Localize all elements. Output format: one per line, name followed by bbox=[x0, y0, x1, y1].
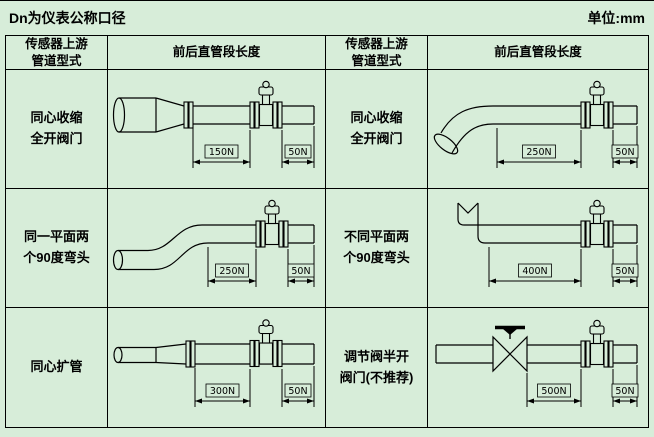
downstream-dim-label: 50N bbox=[615, 386, 634, 397]
page-title: Dn为仪表公称口径 bbox=[9, 10, 126, 26]
header-straight-length-right: 前后直管段长度 bbox=[428, 36, 648, 70]
pipe-type-label-r2-right: 不同平面两 个90度弯头 bbox=[326, 189, 428, 308]
upstream-dim-label: 300N bbox=[209, 386, 234, 397]
downstream-dimension: 50N bbox=[611, 364, 639, 407]
header-pipe-type-right: 传感器上游 管道型式 bbox=[326, 36, 428, 70]
downstream-dim-label: 50N bbox=[615, 266, 634, 277]
concentric-expander-diagram: 300N 50N bbox=[112, 318, 315, 407]
pipe-type-label-r3-right: 调节阀半开 阀门(不推荐) bbox=[326, 308, 428, 427]
diagram-cell-r1-right: 250N 50N bbox=[428, 70, 648, 189]
upstream-dim-label: 400N bbox=[522, 266, 547, 277]
upstream-dimension: 250N bbox=[496, 128, 582, 168]
diagram-cell-r2-right: 400N 50N bbox=[428, 189, 648, 308]
diagram-cell-r1-left: 150N 50N bbox=[108, 70, 326, 189]
downstream-dim-label: 50N bbox=[615, 147, 634, 158]
upstream-dimension: 250N bbox=[207, 247, 256, 287]
upstream-dimension: 150N bbox=[192, 128, 250, 168]
upstream-dimension: 500N bbox=[526, 368, 582, 407]
same-plane-elbows-diagram: 250N 50N bbox=[112, 199, 315, 287]
straight-pipe-spec-table: 传感器上游 管道型式 前后直管段长度 传感器上游 管道型式 前后直管段长度 同心… bbox=[5, 35, 649, 428]
downstream-dimension: 50N bbox=[287, 245, 314, 287]
title-bar: Dn为仪表公称口径 单位:mm bbox=[0, 1, 654, 35]
upstream-dimension: 300N bbox=[194, 367, 250, 407]
valve-body-right bbox=[509, 335, 528, 372]
header-straight-length-left: 前后直管段长度 bbox=[108, 36, 326, 70]
pipe-type-label-r1-right: 同心收缩 全开阀门 bbox=[326, 70, 428, 189]
concentric-reducer-diagram: 150N 50N bbox=[112, 80, 315, 168]
half-open-valve-diagram: 500N 50N bbox=[435, 319, 639, 407]
unit-label: 单位:mm bbox=[587, 10, 645, 26]
downstream-dimension: 50N bbox=[281, 365, 314, 407]
diagram-cell-r3-left: 300N 50N bbox=[108, 308, 326, 427]
upstream-dimension: 400N bbox=[488, 247, 582, 287]
downstream-dim-label: 50N bbox=[288, 386, 307, 397]
downstream-dim-label: 50N bbox=[291, 266, 310, 277]
diagram-cell-r3-right: 500N 50N bbox=[428, 308, 648, 427]
valve-handle-wedge bbox=[503, 328, 517, 335]
valve-body-left bbox=[492, 335, 511, 372]
pipe-type-label-r1-left: 同心收缩 全开阀门 bbox=[6, 70, 108, 189]
downstream-dimension: 50N bbox=[611, 245, 639, 287]
different-plane-elbows-diagram: 400N 50N bbox=[457, 199, 639, 287]
header-pipe-type-left: 传感器上游 管道型式 bbox=[6, 36, 108, 70]
downstream-dim-label: 50N bbox=[288, 147, 307, 158]
upstream-dim-label: 250N bbox=[526, 147, 551, 158]
upstream-dim-label: 500N bbox=[541, 386, 566, 397]
pipe-type-label-r3-left: 同心扩管 bbox=[6, 308, 108, 427]
upstream-dim-label: 150N bbox=[208, 147, 233, 158]
downstream-dimension: 50N bbox=[611, 126, 639, 168]
diagram-cell-r2-left: 250N 50N bbox=[108, 189, 326, 308]
upstream-dim-label: 250N bbox=[219, 266, 244, 277]
reducer-with-elbow-diagram: 250N 50N bbox=[433, 80, 639, 168]
downstream-dimension: 50N bbox=[281, 126, 314, 168]
pipe-type-label-r2-left: 同一平面两 个90度弯头 bbox=[6, 189, 108, 308]
